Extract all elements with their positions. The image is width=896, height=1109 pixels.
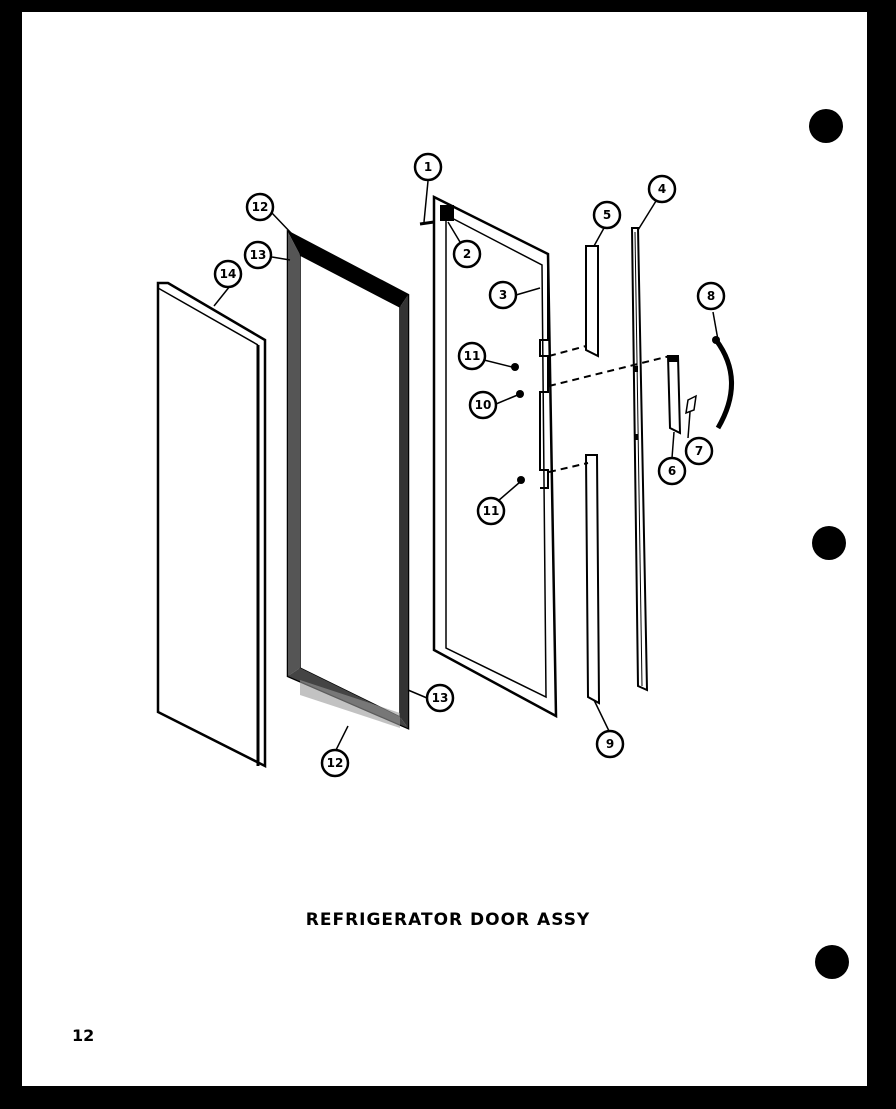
part-8-handle: [712, 336, 734, 430]
svg-text:9: 9: [606, 737, 614, 751]
svg-text:4: 4: [658, 182, 666, 196]
part-11-plug-upper: [511, 363, 519, 371]
page-number: 12: [72, 1026, 95, 1045]
part-1-screw: [419, 220, 435, 226]
callout-11-upper: 11: [457, 341, 487, 371]
callout-10: 10: [468, 390, 498, 420]
svg-text:13: 13: [432, 691, 449, 705]
svg-text:5: 5: [603, 208, 611, 222]
binder-hole-bottom: [815, 945, 849, 979]
callout-3: 3: [488, 280, 518, 310]
callout-11-lower: 11: [476, 496, 506, 526]
part-9-strip: [584, 454, 601, 705]
svg-text:1: 1: [424, 160, 432, 174]
diagram-title: REFRIGERATOR DOOR ASSY: [305, 910, 591, 930]
callout-14: 14: [213, 259, 243, 289]
callout-13-upper: 13: [243, 240, 273, 270]
svg-text:11: 11: [464, 349, 481, 363]
binder-hole-middle: [812, 526, 846, 560]
svg-text:6: 6: [668, 464, 676, 478]
callout-12-upper: 12: [245, 192, 275, 222]
svg-text:11: 11: [483, 504, 500, 518]
callout-1: 1: [413, 152, 443, 182]
svg-text:10: 10: [475, 398, 492, 412]
part-6-bracket: [666, 355, 682, 435]
part-3-door-liner: [432, 194, 558, 719]
svg-text:13: 13: [250, 248, 267, 262]
callout-8: 8: [696, 281, 726, 311]
callout-4: 4: [647, 174, 677, 204]
callout-7: 7: [684, 436, 714, 466]
callout-12-lower: 12: [320, 748, 350, 778]
part-4-rail: [630, 227, 649, 692]
svg-text:2: 2: [463, 247, 471, 261]
callout-6: 6: [657, 456, 687, 486]
part-5-strip: [585, 245, 599, 358]
svg-text:8: 8: [707, 289, 715, 303]
callout-2: 2: [452, 239, 482, 269]
svg-text:3: 3: [499, 288, 507, 302]
svg-text:7: 7: [695, 444, 703, 458]
callout-9: 9: [595, 729, 625, 759]
binder-hole-top: [809, 109, 843, 143]
alignment-dashes: [548, 345, 671, 473]
callout-13-lower: 13: [425, 683, 455, 713]
svg-text:12: 12: [327, 756, 344, 770]
callout-5: 5: [592, 200, 622, 230]
svg-text:12: 12: [252, 200, 269, 214]
svg-text:14: 14: [220, 267, 237, 281]
part-12-13-gasket-frame: [286, 229, 410, 730]
part-14-outer-panel: [156, 281, 267, 769]
part-7-clip: [685, 394, 697, 415]
